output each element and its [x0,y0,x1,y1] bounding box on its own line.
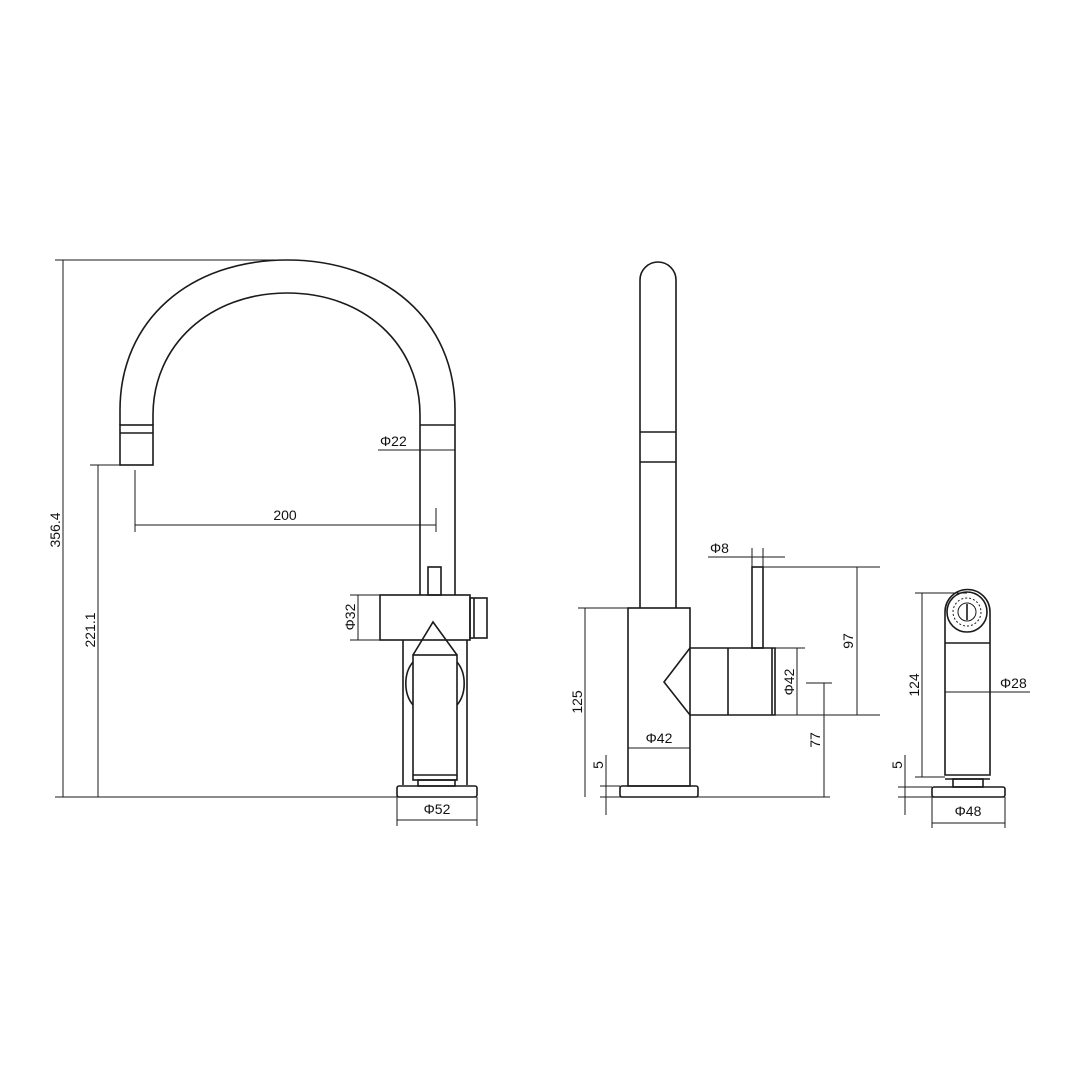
spray-nozzles [952,597,982,627]
spray-head [946,591,988,633]
dim-body-height: 125 [569,690,585,714]
dim-sprayer-height: 124 [906,673,922,697]
lever-pin [751,566,764,649]
sprayer-view: 124 Φ28 5 Φ48 [889,588,1030,828]
base-plate [619,785,699,798]
sprayer-neck [952,778,984,788]
lever-chevron [662,647,691,716]
spout-inner-arc [152,292,421,425]
sprayer-base [931,786,1006,798]
dim-base-diameter: Φ52 [424,801,451,817]
dim-base-thickness: 5 [590,761,606,769]
side-view: 125 5 Φ42 Φ8 97 Φ42 77 [569,261,880,815]
dim-pin-diameter: Φ8 [710,540,729,556]
spout-outer-arc [119,259,456,425]
dim-lever-rise: 97 [840,633,856,649]
sprayer-body [944,588,991,776]
dim-spout-height: 221.1 [82,612,98,647]
spray-center [957,602,977,622]
lever-bulge [405,661,465,706]
body-column [402,640,468,785]
dim-sprayer-base-thickness: 5 [889,761,905,769]
dim-lever-height: 77 [807,732,823,748]
dim-sprayer-diameter: Φ28 [1000,675,1027,691]
dim-spout-diameter: Φ22 [380,433,407,449]
dim-body-diameter: Φ32 [342,603,358,630]
dim-sprayer-base-diameter: Φ48 [955,803,982,819]
side-knob [469,597,488,639]
dim-lever-diameter: Φ42 [781,668,797,695]
dim-reach: 200 [273,507,297,523]
spout-rod [639,261,677,608]
handle-stub [427,566,442,596]
dim-overall-height: 356.4 [47,512,63,547]
lever [690,647,776,716]
body [627,607,691,787]
spout-tip [119,424,154,466]
lever-front [412,654,458,781]
base-plate [396,785,478,798]
column-neck [417,779,456,787]
dim-body-diameter: Φ42 [646,730,673,746]
front-view: 356.4 221.1 200 Φ22 Φ32 Φ52 [47,259,488,826]
body-horizontal [379,594,471,641]
body-chevron [412,620,458,656]
